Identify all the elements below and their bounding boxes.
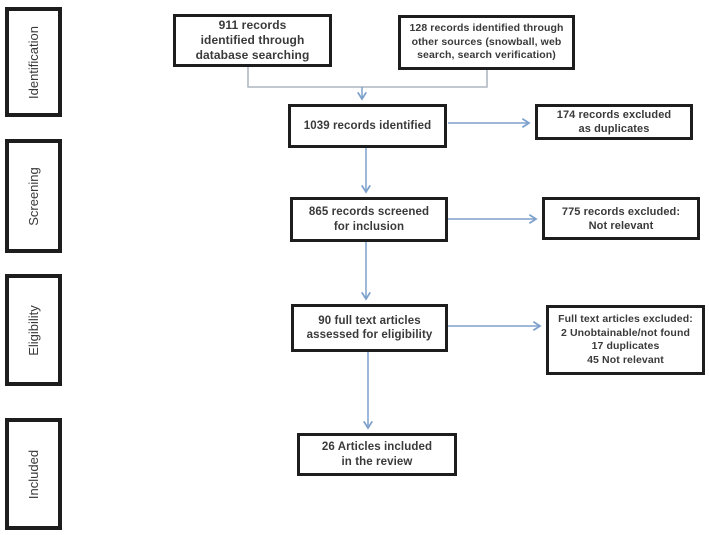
stage-screening: Screening [5, 139, 62, 253]
box-fulltext-excluded: Full text articles excluded: 2 Unobtaina… [546, 305, 705, 375]
records-identified-text: 1039 records identified [303, 119, 432, 132]
box-fulltext-assessed: 90 full text articles assessed for eligi… [291, 304, 448, 352]
fulltext-assessed-text: 90 full text articles assessed for eligi… [306, 314, 433, 342]
fulltext-excluded-text: Full text articles excluded: 2 Unobtaina… [558, 313, 693, 366]
box-records-identified: 1039 records identified [288, 104, 447, 148]
stage-included: Included [5, 418, 62, 530]
excluded-not-relevant-text: 775 records excluded: Not relevant [561, 205, 681, 232]
connector-sources-merge [247, 66, 488, 88]
articles-included-text: 26 Articles included in the review [321, 441, 433, 468]
records-database-text: 911 records identified through database … [195, 18, 310, 62]
stage-identification-label: Identification [26, 25, 41, 99]
stage-included-label: Included [26, 449, 41, 499]
records-screened-text: 865 records screened for inclusion [308, 206, 430, 233]
box-excluded-duplicates: 174 records excluded as duplicates [535, 104, 693, 140]
stage-eligibility: Eligibility [5, 274, 62, 386]
box-records-screened: 865 records screened for inclusion [290, 197, 448, 242]
box-records-other-sources: 128 records identified through other sou… [398, 15, 575, 70]
records-other-sources-text: 128 records identified through other sou… [409, 22, 564, 62]
stage-screening-label: Screening [26, 166, 42, 226]
excluded-duplicates-text: 174 records excluded as duplicates [556, 109, 672, 135]
stage-identification: Identification [5, 7, 62, 117]
box-excluded-not-relevant: 775 records excluded: Not relevant [542, 197, 700, 240]
box-articles-included: 26 Articles included in the review [297, 433, 457, 476]
stage-eligibility-label: Eligibility [26, 304, 42, 356]
box-records-database: 911 records identified through database … [173, 14, 332, 67]
